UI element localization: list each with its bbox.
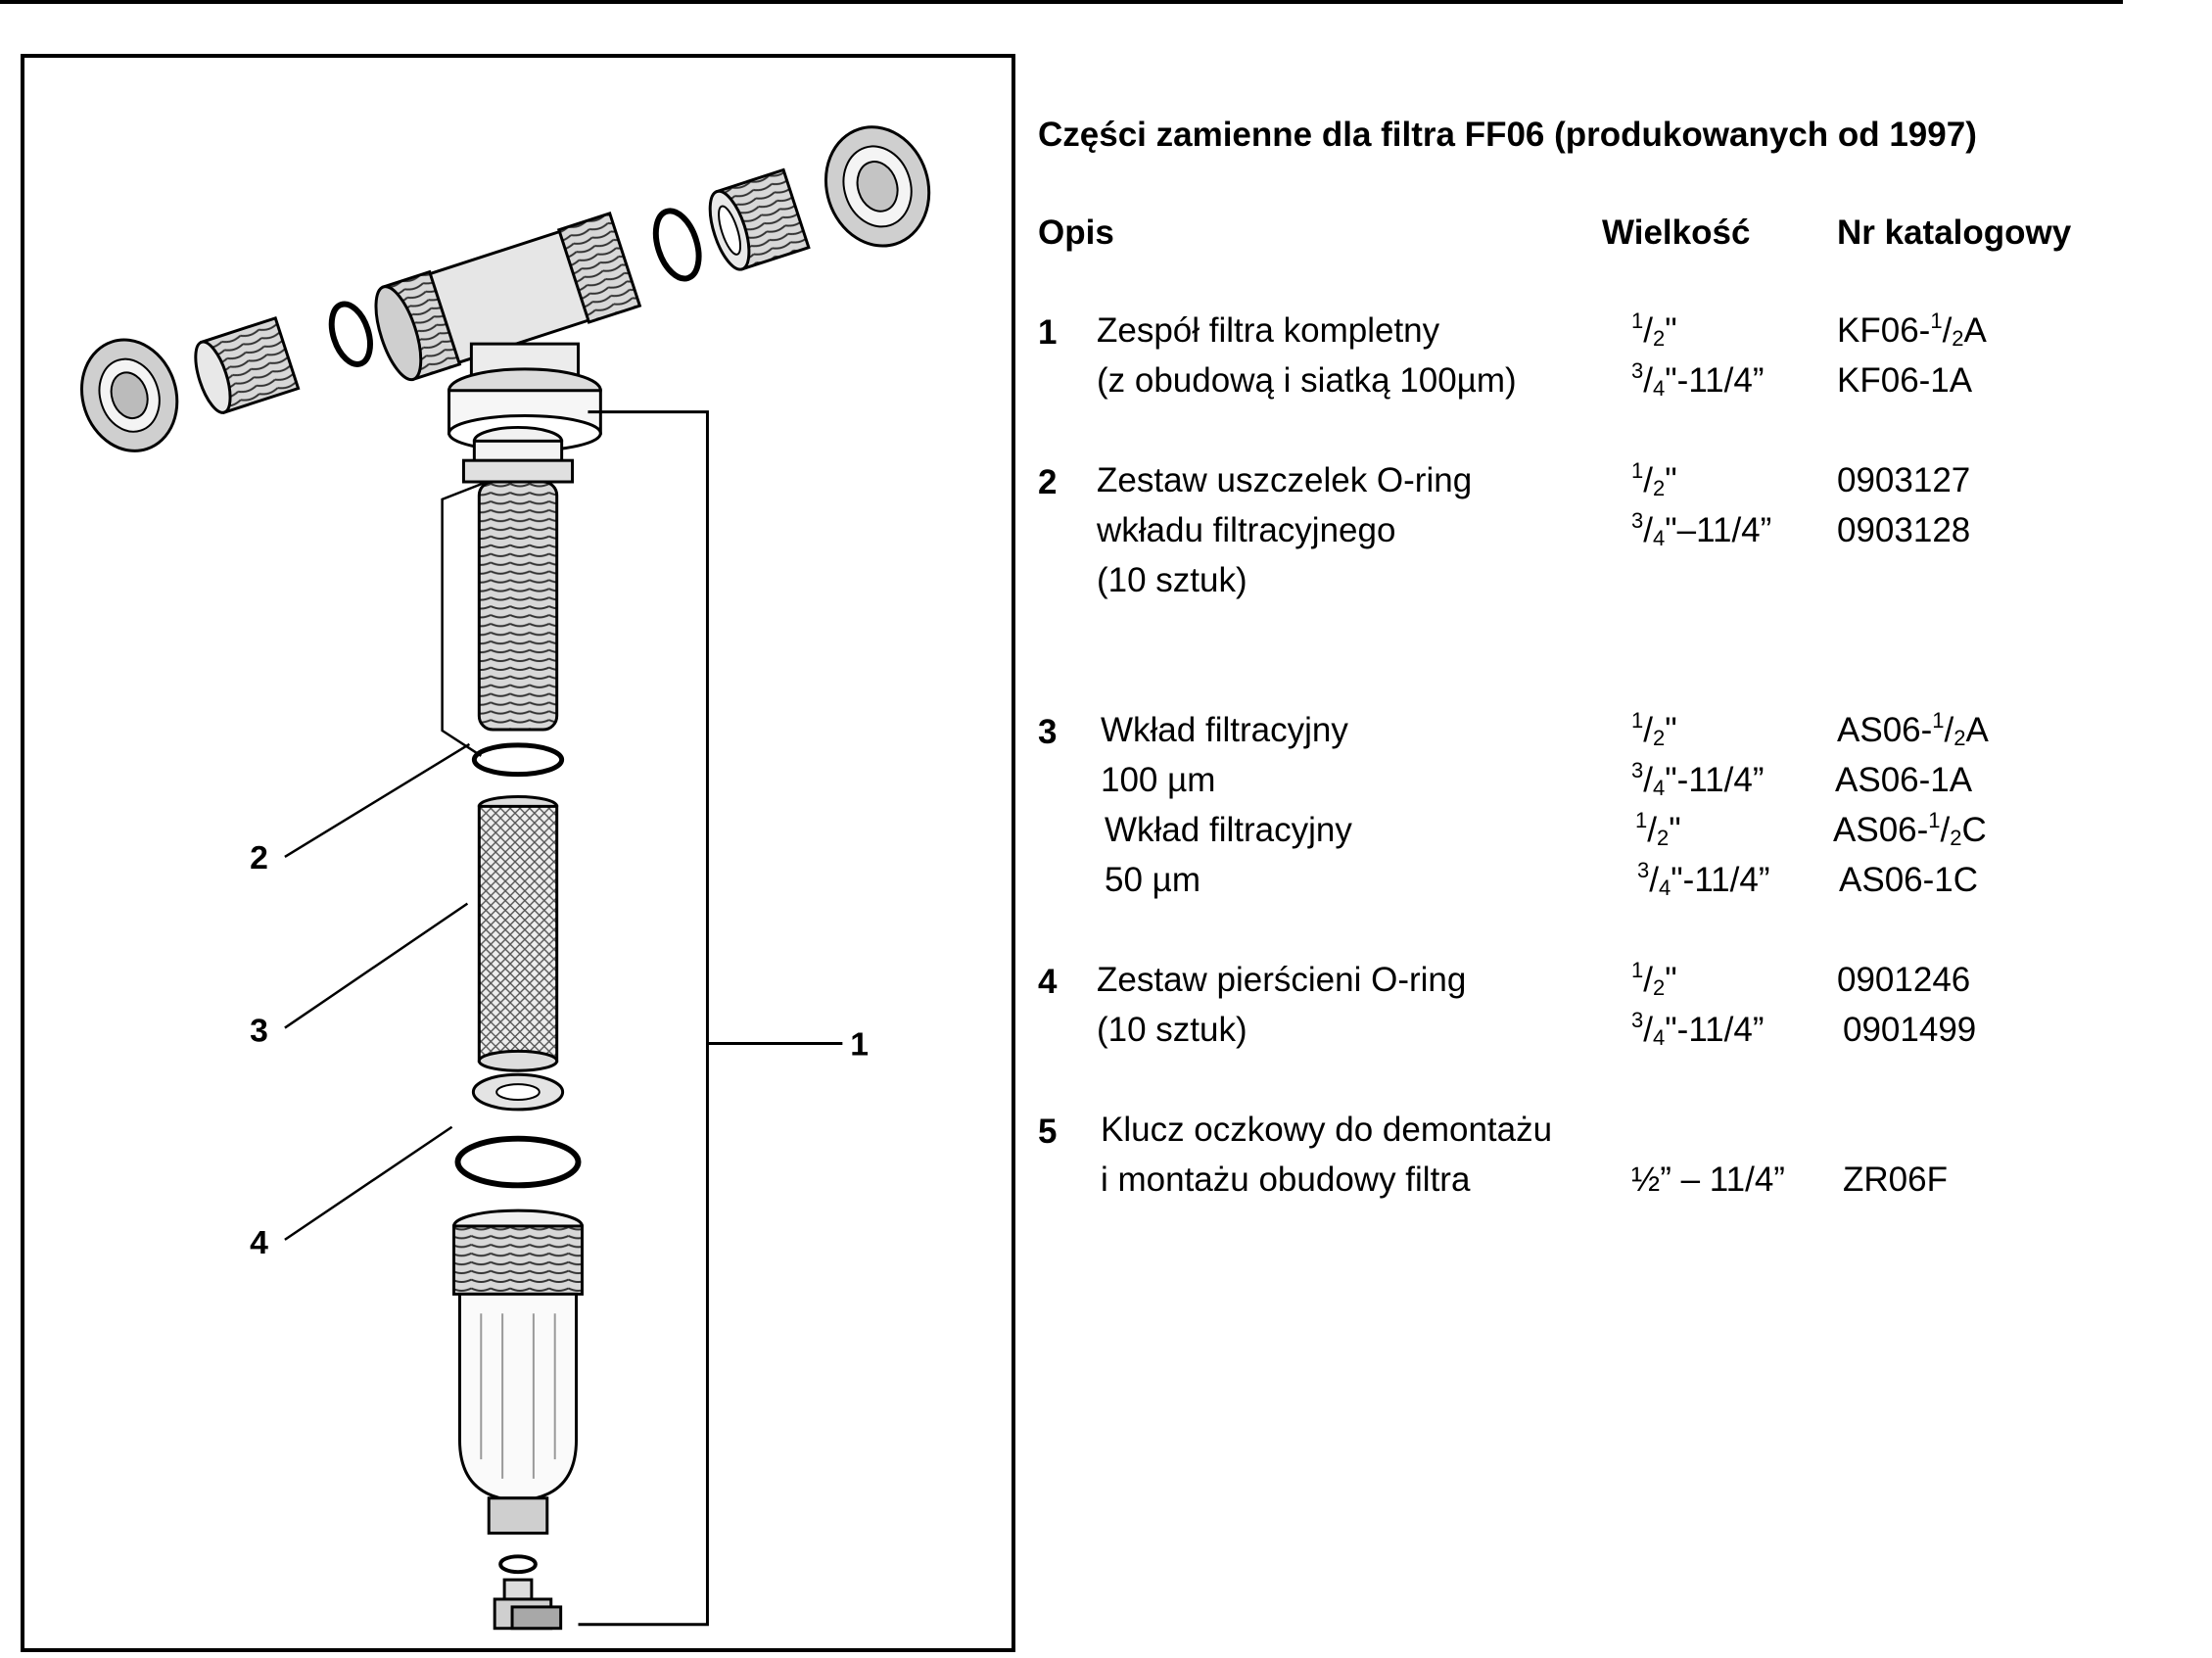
leader-2 bbox=[284, 742, 471, 859]
header-nr-katalogowy: Nr katalogowy bbox=[1837, 213, 2072, 252]
leader-2b bbox=[441, 480, 488, 757]
drain-valve bbox=[493, 1578, 563, 1631]
item-3-desc-line-1: Wkład filtracyjny bbox=[1101, 711, 1348, 749]
callout-1: 1 bbox=[850, 1025, 869, 1063]
item-3-size-2: 3/4"-11/4” bbox=[1631, 758, 1765, 800]
item-3-catalog-1: AS06-1/2A bbox=[1837, 708, 1989, 750]
item-2-number: 2 bbox=[1038, 463, 1058, 501]
item-3-catalog-3: AS06-1/2C bbox=[1833, 808, 1987, 850]
item-5-desc-line-1: Klucz oczkowy do demontażu bbox=[1101, 1111, 1553, 1149]
item-2-size-2: 3/4"–11/4” bbox=[1631, 508, 1772, 550]
item-4-number: 4 bbox=[1038, 963, 1058, 1001]
item-3-catalog-2: AS06-1A bbox=[1835, 761, 1973, 799]
item-5-size-1: ½” – 11/4” bbox=[1631, 1161, 1785, 1199]
item-3-size-1: 1/2" bbox=[1631, 708, 1677, 750]
left-oring bbox=[328, 301, 373, 367]
left-nipple bbox=[194, 315, 301, 414]
callout-2: 2 bbox=[250, 839, 268, 876]
right-nipple bbox=[708, 167, 811, 271]
item-1-desc-line-2: (z obudową i siatką 100µm) bbox=[1097, 361, 1517, 400]
seal-oring bbox=[471, 742, 565, 778]
filter-bowl bbox=[452, 1208, 584, 1535]
filter-head bbox=[80, 125, 931, 452]
bracket-callout-1 bbox=[578, 410, 843, 1627]
drain-oring bbox=[498, 1554, 538, 1575]
item-4-desc-line-2: (10 sztuk) bbox=[1097, 1011, 1247, 1049]
item-5-number: 5 bbox=[1038, 1113, 1058, 1151]
item-4-desc-line-1: Zestaw pierścieni O-ring bbox=[1097, 961, 1467, 999]
item-3-size-4: 3/4"-11/4” bbox=[1637, 858, 1770, 900]
filter-diagram: 1 2 3 4 bbox=[80, 125, 931, 1631]
page-title: Części zamienne dla filtra FF06 (produko… bbox=[1038, 116, 1977, 154]
item-3-desc-line-4: 50 µm bbox=[1105, 861, 1200, 899]
item-3-catalog-4: AS06-1C bbox=[1839, 861, 1979, 899]
item-3-desc-line-2: 100 µm bbox=[1101, 761, 1216, 799]
item-3-number: 3 bbox=[1038, 713, 1058, 751]
callout-3: 3 bbox=[250, 1012, 268, 1049]
header-wielkosc: Wielkość bbox=[1602, 213, 1751, 252]
item-2-catalog-1: 0903127 bbox=[1837, 461, 1971, 499]
left-nut bbox=[80, 338, 179, 452]
item-4-catalog-2: 0901499 bbox=[1843, 1011, 1977, 1049]
item-1-number: 1 bbox=[1038, 313, 1058, 352]
mesh-insert bbox=[477, 794, 559, 1072]
callout-4: 4 bbox=[250, 1224, 268, 1261]
bowl-oring bbox=[454, 1135, 582, 1189]
leader-4 bbox=[284, 1125, 453, 1241]
item-2-desc-line-1: Zestaw uszczelek O-ring bbox=[1097, 461, 1473, 499]
item-2-catalog-2: 0903128 bbox=[1837, 511, 1971, 549]
item-2-desc-line-3: (10 sztuk) bbox=[1097, 561, 1247, 599]
item-1-catalog-2: KF06-1A bbox=[1837, 361, 1973, 400]
item-5-catalog-1: ZR06F bbox=[1843, 1161, 1948, 1199]
item-3-size-3: 1/2" bbox=[1635, 808, 1681, 850]
header-opis: Opis bbox=[1038, 213, 1114, 252]
item-1-desc-line-1: Zespół filtra kompletny bbox=[1097, 311, 1440, 350]
filter-insert-upper bbox=[461, 425, 575, 732]
leader-3 bbox=[284, 902, 469, 1029]
item-5-desc-line-2: i montażu obudowy filtra bbox=[1101, 1161, 1471, 1199]
item-3-desc-line-3: Wkład filtracyjny bbox=[1105, 811, 1352, 849]
top-rule bbox=[0, 0, 2123, 4]
exploded-view-figure: 1 2 3 4 bbox=[21, 54, 1015, 1652]
item-4-catalog-1: 0901246 bbox=[1837, 961, 1971, 999]
item-1-catalog-1: KF06-1/2A bbox=[1837, 308, 1987, 351]
washer bbox=[471, 1072, 565, 1112]
item-2-desc-line-2: wkładu filtracyjnego bbox=[1097, 511, 1396, 549]
item-1-size-2: 3/4"-11/4” bbox=[1631, 358, 1765, 401]
item-4-size-1: 1/2" bbox=[1631, 958, 1677, 1000]
item-1-size-1: 1/2" bbox=[1631, 308, 1677, 351]
right-oring bbox=[652, 208, 702, 282]
item-2-size-1: 1/2" bbox=[1631, 458, 1677, 500]
item-4-size-2: 3/4"-11/4” bbox=[1631, 1008, 1765, 1050]
right-nut bbox=[824, 125, 931, 248]
